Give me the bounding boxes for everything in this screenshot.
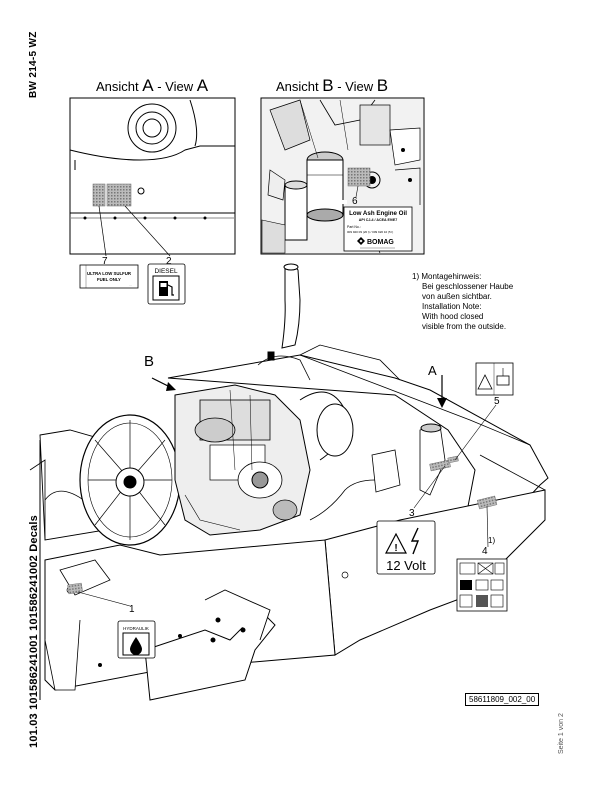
view-a-detail [69, 97, 236, 257]
view-a-title: Ansicht A - View A [96, 76, 209, 95]
callout-leaders [77, 404, 497, 607]
svg-text:API CJ-4 / ACEA E9/E7: API CJ-4 / ACEA E9/E7 [359, 218, 397, 222]
lightning-icon [410, 527, 420, 555]
view-a-marker: A [428, 363, 437, 378]
svg-text:Part No.:: Part No.: [347, 225, 361, 229]
callout-4: 4 [482, 546, 488, 557]
view-b-detail: Low Ash Engine Oil API CJ-4 / ACEA E9/E7… [260, 97, 425, 255]
twelve-volt-decal: ! 12 Volt [376, 520, 436, 575]
warning-triangle-icon [477, 374, 493, 390]
svg-text:12 Volt: 12 Volt [386, 558, 426, 573]
battery-safety-decal [456, 558, 508, 612]
hydraulic-oil-decal: HYDRAULIK [117, 620, 156, 659]
callout-7: 7 [102, 256, 108, 267]
engine-oil-decal: Low Ash Engine Oil API CJ-4 / ACEA E9/E7… [343, 206, 413, 252]
machine-illustration [29, 263, 549, 701]
svg-text:HYDRAULIK: HYDRAULIK [123, 626, 149, 631]
callout-5: 5 [494, 396, 500, 407]
callout-4-note-ref: 1) [488, 536, 496, 545]
decal-positions [67, 455, 498, 595]
svg-text:· · ·: · · · [129, 285, 132, 287]
callout-2: 2 [166, 256, 172, 267]
callout-3: 3 [409, 508, 415, 519]
svg-text:009 920 09 (20 l) / 009 920 10: 009 920 09 (20 l) / 009 920 10 (5 l) [347, 230, 393, 234]
bomag-logo-icon [357, 237, 365, 245]
svg-text:BOMAG: BOMAG [367, 239, 394, 246]
installation-note: 1) Montagehinweis: Bei geschlossener Hau… [412, 272, 514, 331]
svg-text:DIESEL: DIESEL [154, 268, 178, 275]
oil-drop-icon [130, 637, 142, 655]
callout-6: 6 [352, 196, 358, 207]
diesel-decal: DIESEL [147, 263, 186, 305]
warning-triangle-icon [385, 532, 407, 554]
view-b-title: Ansicht B - View B [276, 76, 389, 95]
view-b-marker: B [144, 353, 155, 370]
battery-warning-decal [475, 362, 514, 396]
svg-text:Low Ash Engine Oil: Low Ash Engine Oil [349, 210, 407, 217]
svg-text:!: ! [394, 543, 397, 554]
ultra-low-sulfur-decal: ULTRA LOW SULFUR FUEL ONLY · · · [79, 264, 139, 289]
callout-1: 1 [129, 604, 135, 615]
drawing-number: 58611809_002_00 [465, 693, 540, 706]
svg-text:FUEL ONLY: FUEL ONLY [97, 277, 121, 282]
svg-text:ULTRA LOW SULFUR: ULTRA LOW SULFUR [87, 271, 132, 276]
fuel-pump-icon [159, 281, 174, 296]
